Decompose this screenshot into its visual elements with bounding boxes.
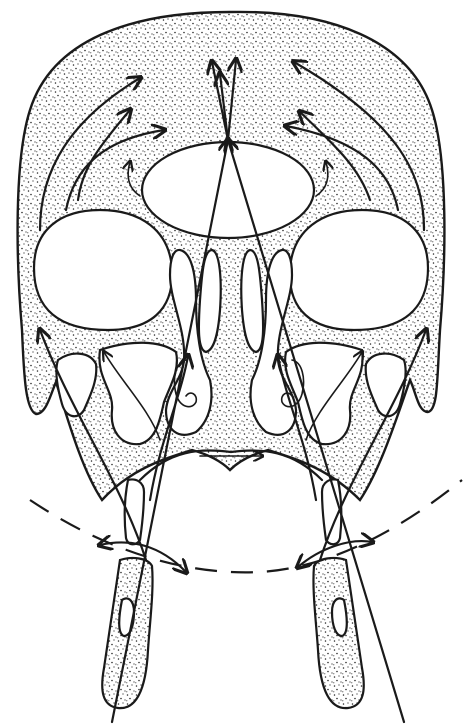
right-ramus-notch [332, 599, 347, 637]
frontal-sinus [142, 142, 314, 238]
right-orbit [290, 210, 428, 330]
left-orbit [34, 210, 172, 330]
dashed-reference-arc [30, 480, 462, 572]
